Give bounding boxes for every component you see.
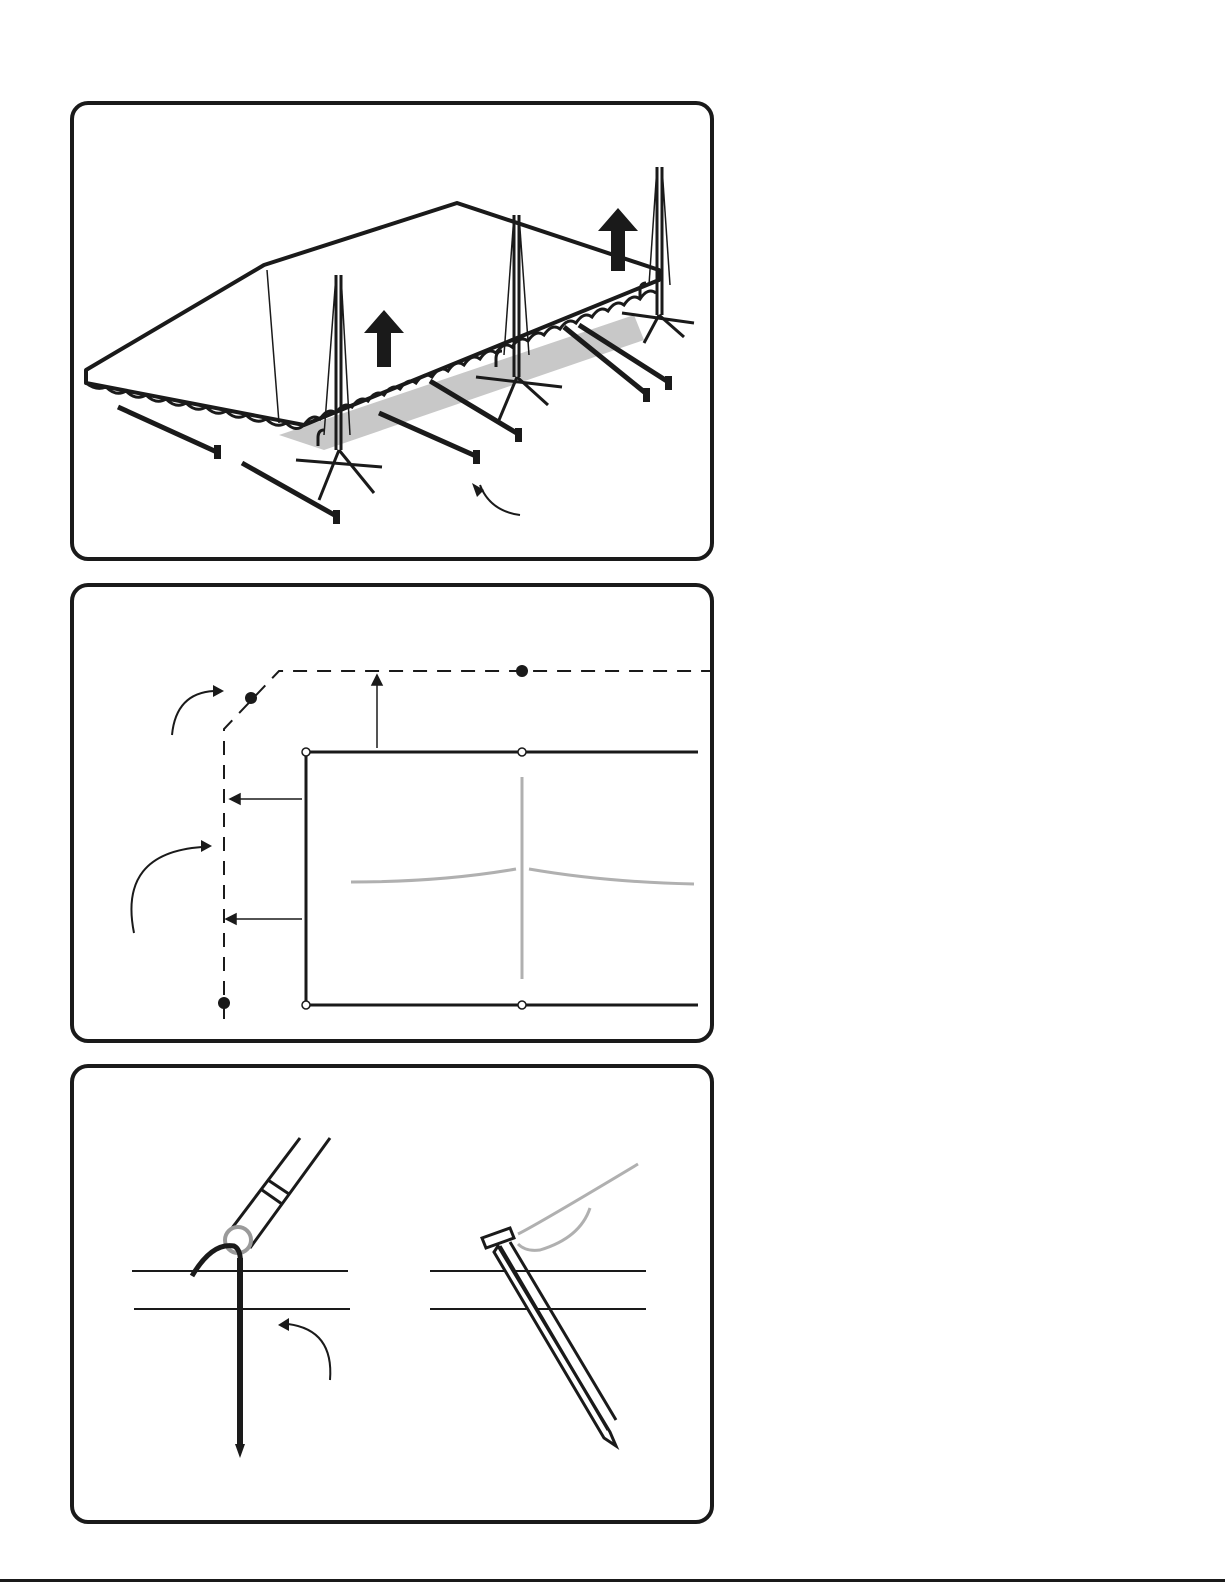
- stake-icon: [482, 1228, 616, 1446]
- rope: [518, 1164, 638, 1250]
- curved-pointer-arrow-icon: [172, 685, 224, 735]
- tent-canopy: [86, 203, 659, 425]
- panel-tent-raising: [70, 101, 714, 561]
- tent-raising-illustration: [74, 105, 710, 557]
- pole-position-marks: [302, 748, 526, 1009]
- page-bottom-rule: [0, 1579, 1225, 1582]
- stake-point: [516, 665, 528, 677]
- staking-detail-illustration: [74, 1068, 710, 1520]
- stake-icon: [235, 1258, 245, 1458]
- curved-pointer-arrow-icon: [472, 483, 520, 515]
- roof-seams: [351, 777, 694, 979]
- stake-layout-plan: [74, 587, 710, 1039]
- panel-stake-layout: [70, 583, 714, 1043]
- stake-point: [218, 997, 230, 1009]
- offset-arrows: [226, 675, 382, 924]
- curved-pointer-arrow-icon: [131, 840, 212, 933]
- curved-pointer-arrow-icon: [278, 1318, 330, 1380]
- panel-staking-detail: [70, 1064, 714, 1524]
- stake-line-dashed: [224, 671, 710, 1019]
- stake-point: [245, 692, 257, 704]
- tent-footprint: [306, 752, 698, 1005]
